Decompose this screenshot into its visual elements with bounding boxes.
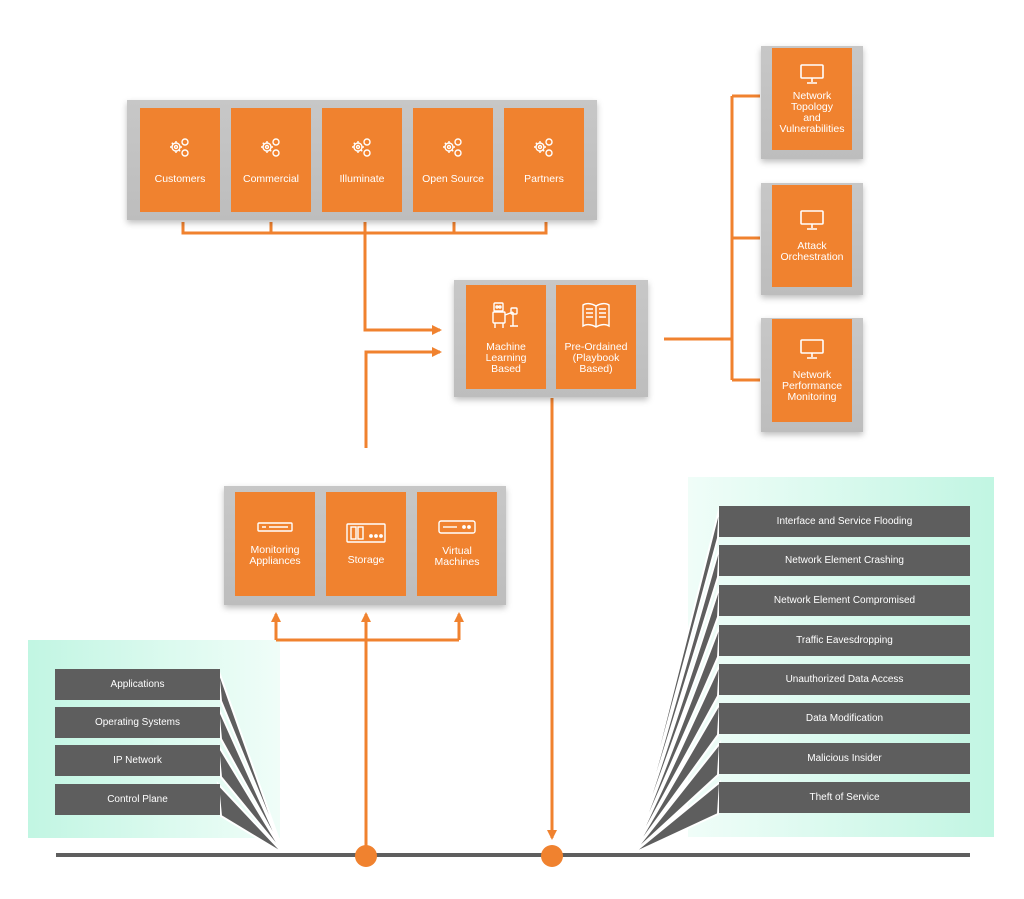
monitor-icon (800, 210, 824, 230)
engine-tile-playbook: Pre-Ordained (Playbook Based) (556, 285, 636, 389)
output-tile-topology: Network Topology and Vulnerabilities (772, 48, 852, 150)
threat-label: Theft of Service (809, 792, 880, 803)
gears-icon (352, 137, 371, 157)
output-label: Network Performance Monitoring (781, 369, 843, 403)
source-label: Customers (154, 172, 206, 185)
threat-label: Data Modification (805, 713, 884, 724)
threat-label: Network Element Compromised (773, 595, 916, 606)
source-tile-partners: Partners (504, 108, 584, 212)
infra-label: Storage (347, 553, 385, 566)
right-fan (631, 505, 722, 855)
layer-bar-operating-systems: Operating Systems (55, 707, 220, 738)
infra-tile-virtual-machines: Virtual Machines (417, 492, 497, 596)
infra-tile-storage: Storage (326, 492, 406, 596)
layer-bar-applications: Applications (55, 669, 220, 700)
right-glow-panel (688, 477, 994, 837)
book-icon (582, 302, 610, 328)
source-label: Commercial (242, 172, 299, 185)
layer-bar-ip-network: IP Network (55, 745, 220, 776)
layer-bar-control-plane: Control Plane (55, 784, 220, 815)
left-fan (216, 668, 285, 855)
threat-bar-flooding: Interface and Service Flooding (719, 506, 970, 537)
threat-bar-theft-of-service: Theft of Service (719, 782, 970, 813)
threat-label: Interface and Service Flooding (776, 516, 913, 527)
source-tile-illuminate: Illuminate (322, 108, 402, 212)
storage-icon (346, 522, 386, 543)
threat-bar-malicious-insider: Malicious Insider (719, 743, 970, 774)
source-tile-commercial: Commercial (231, 108, 311, 212)
source-label: Partners (524, 172, 564, 185)
threat-bar-eavesdropping: Traffic Eavesdropping (719, 625, 970, 656)
source-tile-customers: Customers (140, 108, 220, 212)
threat-bar-unauthorized-access: Unauthorized Data Access (719, 664, 970, 695)
layer-label: Control Plane (107, 794, 168, 805)
threat-label: Malicious Insider (807, 753, 882, 764)
baseline-node-left (355, 845, 377, 867)
source-tile-open-source: Open Source (413, 108, 493, 212)
layer-label: IP Network (113, 755, 162, 766)
server-icon (438, 520, 476, 534)
threat-bar-compromised: Network Element Compromised (719, 585, 970, 616)
monitor-icon (800, 339, 824, 359)
source-label: Illuminate (339, 172, 385, 185)
engine-label: Pre-Ordained (Playbook Based) (564, 340, 628, 375)
infra-label: Virtual Machines (434, 545, 480, 568)
threat-bar-data-modification: Data Modification (719, 703, 970, 734)
output-label: Attack Orchestration (780, 240, 844, 263)
threat-label: Network Element Crashing (785, 555, 904, 566)
gears-icon (443, 137, 462, 157)
threat-bar-crashing: Network Element Crashing (719, 545, 970, 576)
appliance-icon (257, 522, 293, 532)
gears-icon (261, 137, 280, 157)
threat-label: Traffic Eavesdropping (796, 635, 893, 646)
engine-tile-machine-learning: Machine Learning Based (466, 285, 546, 389)
output-tile-attack: Attack Orchestration (772, 185, 852, 287)
monitor-icon (800, 64, 824, 84)
output-label: Network Topology and Vulnerabilities (779, 90, 845, 135)
infra-tile-monitoring: Monitoring Appliances (235, 492, 315, 596)
output-tile-performance: Network Performance Monitoring (772, 319, 852, 422)
gears-icon (170, 137, 189, 157)
threat-label: Unauthorized Data Access (785, 674, 904, 685)
baseline-node-right (541, 845, 563, 867)
source-label: Open Source (422, 172, 484, 185)
infra-label: Monitoring Appliances (249, 544, 301, 567)
gears-icon (534, 137, 553, 157)
engine-label: Machine Learning Based (485, 340, 527, 375)
robot-icon (492, 301, 518, 328)
layer-label: Operating Systems (94, 717, 181, 728)
layer-label: Applications (110, 679, 165, 690)
